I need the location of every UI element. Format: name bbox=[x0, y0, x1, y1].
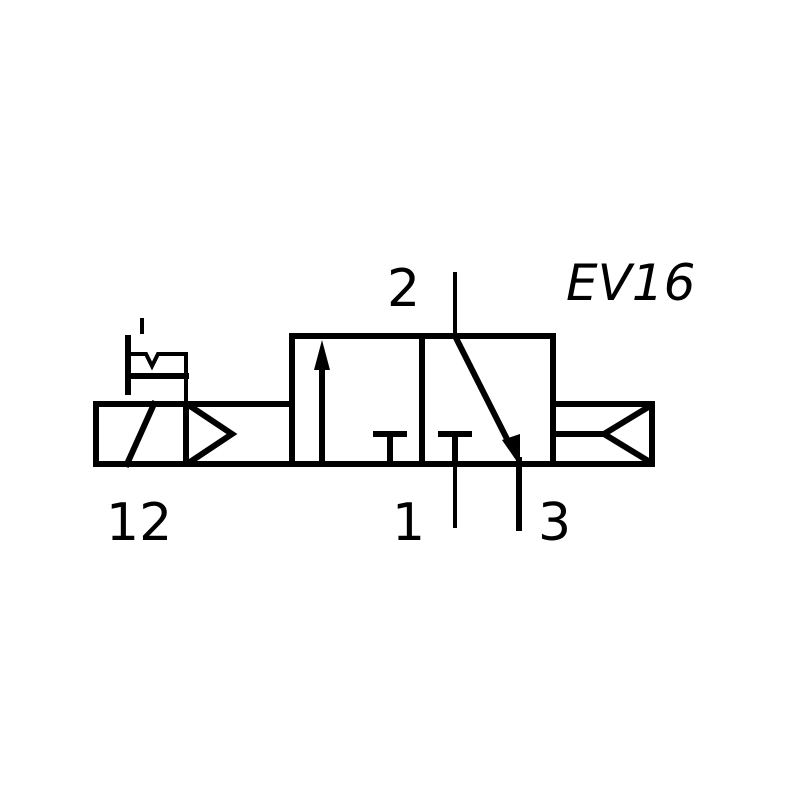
flow-arrow-up bbox=[314, 340, 330, 467]
spring-return-right bbox=[550, 401, 655, 467]
port-label-3: 3 bbox=[538, 493, 571, 553]
blocked-port-right bbox=[438, 431, 472, 467]
port-label-2: 2 bbox=[387, 259, 420, 319]
port-label-1: 1 bbox=[392, 493, 425, 553]
flow-arrow-diagonal bbox=[450, 272, 520, 466]
designation-label: EV16 bbox=[566, 254, 695, 312]
valve-body bbox=[289, 333, 556, 467]
solenoid-actuator-left bbox=[93, 400, 295, 468]
port-label-12: 12 bbox=[106, 493, 172, 553]
blocked-port-left bbox=[373, 431, 407, 467]
manual-override-symbol bbox=[125, 318, 189, 402]
port-lines bbox=[453, 457, 522, 531]
